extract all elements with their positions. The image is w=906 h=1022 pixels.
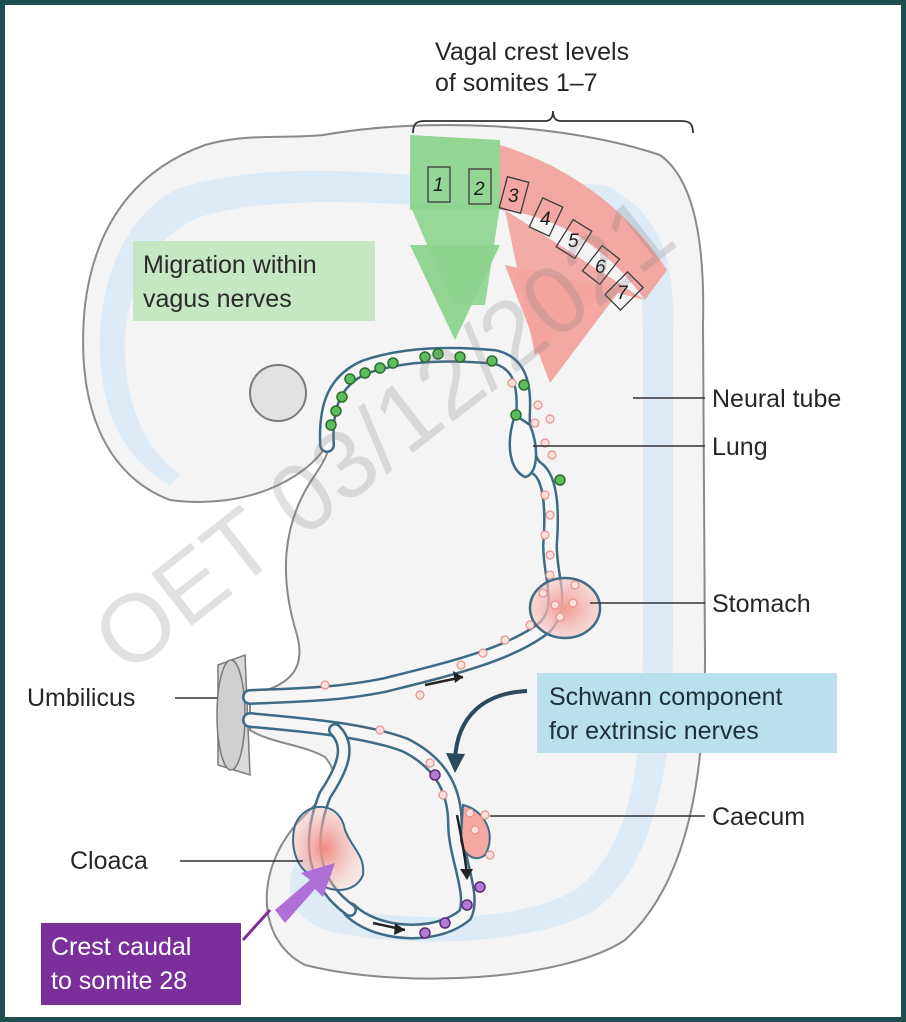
schwann-line2: for extrinsic nerves: [549, 717, 759, 745]
schwann-line1: Schwann component: [549, 683, 783, 711]
somite-number-1: 1: [433, 175, 444, 196]
umbilicus-label: Umbilicus: [27, 684, 135, 712]
crest-caudal-pointer: [243, 910, 270, 940]
embryo-diagram: 1 2 3 4 5 6 7 Vagal crest levels of somi…: [5, 5, 901, 1017]
stomach-label: Stomach: [712, 590, 811, 618]
somite-band-green: [410, 135, 500, 210]
lung-label: Lung: [712, 433, 768, 461]
cloaca-label: Cloaca: [70, 847, 148, 875]
migration-line1: Migration within: [143, 251, 317, 279]
somite-number-3: 3: [508, 186, 519, 207]
neural-tube-label: Neural tube: [712, 385, 841, 413]
stomach-bulge: [530, 578, 600, 638]
otic-vesicle: [250, 365, 306, 421]
caecum-label: Caecum: [712, 803, 805, 831]
umbilicus-opening: [217, 660, 245, 770]
crest-caudal-line1: Crest caudal: [51, 933, 191, 961]
somite-number-4: 4: [540, 209, 551, 230]
vagal-title-line1: Vagal crest levels: [435, 38, 629, 66]
vagal-title-line2: of somites 1–7: [435, 69, 598, 97]
crest-caudal-line2: to somite 28: [51, 967, 187, 995]
migration-line2: vagus nerves: [143, 285, 292, 313]
somite-number-2: 2: [473, 179, 485, 200]
